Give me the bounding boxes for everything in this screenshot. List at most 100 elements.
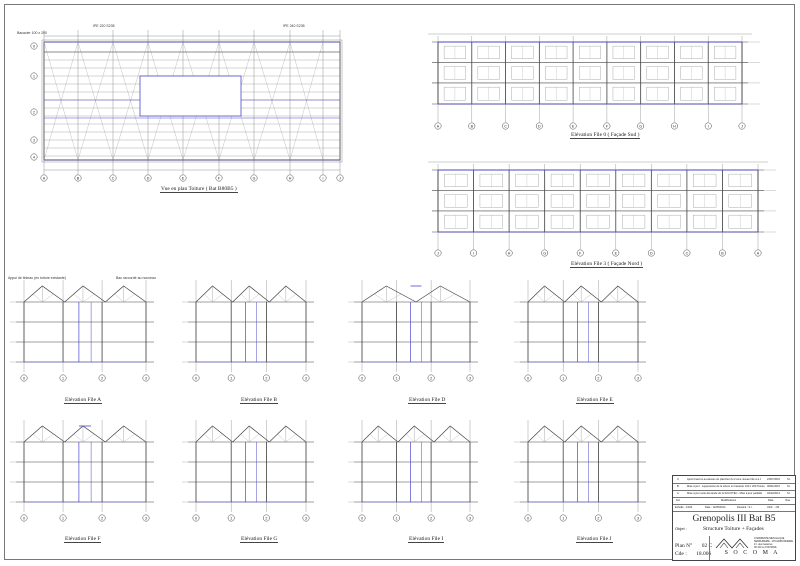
grid-axis-label: 2: [101, 516, 103, 520]
grid-axis-bubble: [754, 249, 762, 257]
note-plan-top1: IPE 220 S235: [93, 24, 115, 28]
grid-axis-bubble: [302, 514, 310, 522]
grid-axis-bubble: [535, 122, 543, 130]
grid-axis-bubble: [434, 249, 442, 257]
grid-axis-label: H: [508, 251, 511, 255]
grid-axis-label: F: [218, 176, 221, 180]
grid-axis-bubble: [142, 514, 150, 522]
grid-axis-bubble: [192, 374, 200, 382]
caption-file-j: Elévation File J: [576, 536, 613, 543]
grid-axis-label: D: [650, 251, 653, 255]
grid-axis-label: B: [471, 124, 474, 128]
gable-truss-web: [572, 293, 582, 303]
grid-axis-bubble: [98, 374, 106, 382]
grid-axis-label: 2: [597, 516, 599, 520]
gable-truss-web: [33, 293, 43, 303]
gable-truss-web: [378, 433, 389, 443]
grid-axis-label: H: [673, 124, 676, 128]
plan-number-label: Plan N°: [675, 543, 693, 549]
grid-axis-label: B: [721, 251, 724, 255]
gable-truss-web: [277, 293, 286, 303]
grid-axis-bubble: [427, 374, 435, 382]
note-plan-topleft: Bacacier 100 x 200: [17, 31, 47, 35]
grid-axis-label: 2: [265, 516, 267, 520]
grid-axis-bubble: [109, 174, 117, 182]
rev-head-desc: Modifications: [721, 499, 737, 502]
subject-text: Structure Toiture + Façades: [703, 526, 764, 532]
caption-file-d: Elévation File D: [408, 397, 447, 404]
grid-axis-bubble: [466, 514, 474, 522]
grid-axis-label: 2: [430, 376, 432, 380]
grid-axis-label: C: [112, 176, 115, 180]
gable-truss-web: [240, 433, 250, 443]
grid-axis-label: C: [504, 124, 507, 128]
grid-axis-label: 0: [23, 376, 25, 380]
grid-axis-label: 2: [101, 376, 103, 380]
grid-axis-label: C: [686, 251, 689, 255]
company-details: CHARPENTE METALLIQUE SERRURERIE - CHAUDR…: [754, 537, 793, 549]
gable-roof-truss: [397, 425, 435, 443]
grid-axis-label: 2: [597, 376, 599, 380]
gable-truss-web: [617, 293, 629, 303]
grid-axis-label: A: [437, 124, 440, 128]
grid-axis-label: 0: [527, 516, 529, 520]
gable-truss-web: [123, 433, 135, 443]
grid-axis-bubble: [227, 514, 235, 522]
gable-roof-truss: [195, 285, 233, 303]
gable-truss-web: [405, 433, 415, 443]
grid-axis-label: 3: [145, 376, 147, 380]
info-checked: Vérif. : J.B.: [767, 506, 780, 509]
grid-axis-label: J: [741, 124, 743, 128]
grid-axis-bubble: [302, 374, 310, 382]
grid-axis-bubble: [683, 249, 691, 257]
grid-axis-label: 3: [33, 138, 35, 142]
grid-axis-bubble: [634, 374, 642, 382]
grid-axis-bubble: [30, 153, 38, 161]
grid-axis-bubble: [59, 374, 67, 382]
rev-desc: Mise à jour : suppression de la toiture …: [687, 485, 765, 488]
grid-axis-bubble: [738, 122, 746, 130]
grid-axis-bubble: [559, 514, 567, 522]
gable-truss-web: [249, 293, 260, 303]
caption-north: Elévation File 3 ( Façade Nord ): [570, 261, 644, 268]
grid-axis-bubble: [358, 374, 366, 382]
gable-truss-web: [42, 433, 54, 443]
grid-axis-label: 0: [527, 376, 529, 380]
gable-roof-truss: [527, 425, 565, 443]
grid-axis-label: D: [538, 124, 541, 128]
grid-axis-bubble: [612, 249, 620, 257]
gable-roof-truss: [23, 425, 65, 443]
grid-axis-label: 0: [361, 376, 363, 380]
grid-axis-label: 1: [396, 516, 398, 520]
grid-axis-bubble: [704, 122, 712, 130]
grid-axis-label: A: [43, 176, 46, 180]
rev-by: S.I.: [787, 485, 791, 488]
caption-south: Elévation File 0 ( Façade Sud ): [570, 132, 641, 139]
grid-axis-label: E: [572, 124, 575, 128]
grid-axis-bubble: [468, 122, 476, 130]
grid-axis-label: 1: [562, 516, 564, 520]
grid-axis-label: 3: [637, 516, 639, 520]
caption-file-e: Elévation File E: [576, 397, 614, 404]
grid-axis-label: B: [77, 176, 80, 180]
gable-truss-web: [386, 293, 402, 303]
gable-roof-truss: [527, 285, 565, 303]
grid-axis-bubble: [470, 249, 478, 257]
grid-axis-bubble: [358, 514, 366, 522]
grid-axis-bubble: [30, 136, 38, 144]
grid-axis-bubble: [594, 374, 602, 382]
grid-axis-label: H: [289, 176, 292, 180]
rev-head-visa: Visa: [785, 499, 790, 502]
info-drawn: Dessiné : S.I.: [737, 506, 753, 509]
grid-axis-label: 3: [469, 516, 471, 520]
order-code: Cde : 18.006: [675, 551, 711, 557]
gable-truss-web: [285, 433, 297, 443]
project-title: Grenopolis III Bat B5: [692, 514, 776, 524]
grid-axis-bubble: [718, 249, 726, 257]
gable-truss-web: [285, 293, 297, 303]
gable-truss-web: [544, 293, 555, 303]
plan-bracing: [43, 41, 79, 161]
grid-axis-bubble: [30, 42, 38, 50]
plan-bracing: [289, 41, 324, 161]
gable-truss-web: [440, 293, 456, 303]
